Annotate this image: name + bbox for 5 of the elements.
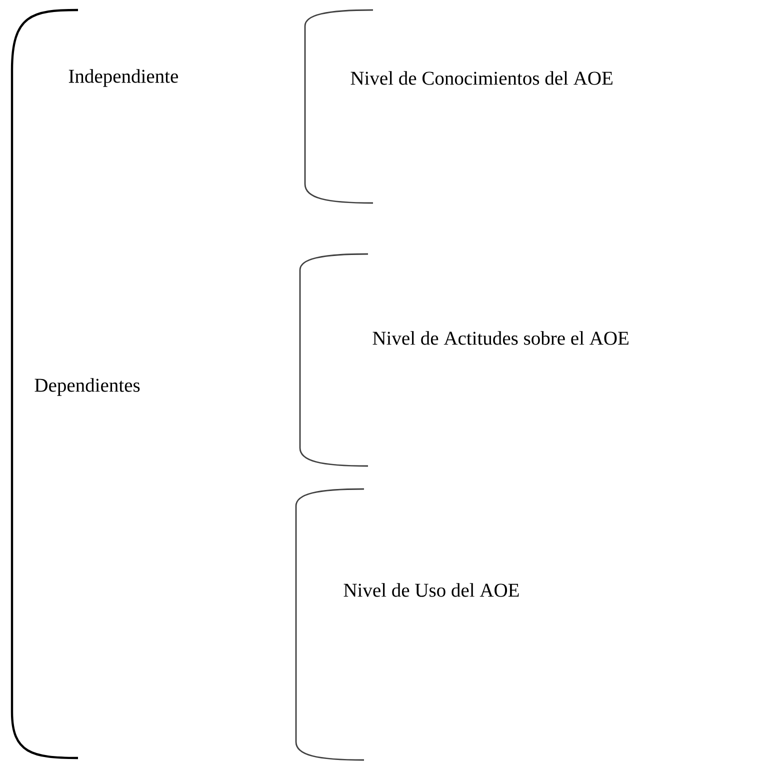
label-text: Nivel de Uso del AOE	[344, 583, 519, 597]
label-text: Dependientes	[34, 378, 140, 396]
label-text: Nivel de Conocimientos del AOE	[350, 71, 612, 85]
label-text: Independiente	[68, 69, 178, 87]
label-text: Nivel de Actitudes sobre el AOE	[372, 331, 628, 345]
